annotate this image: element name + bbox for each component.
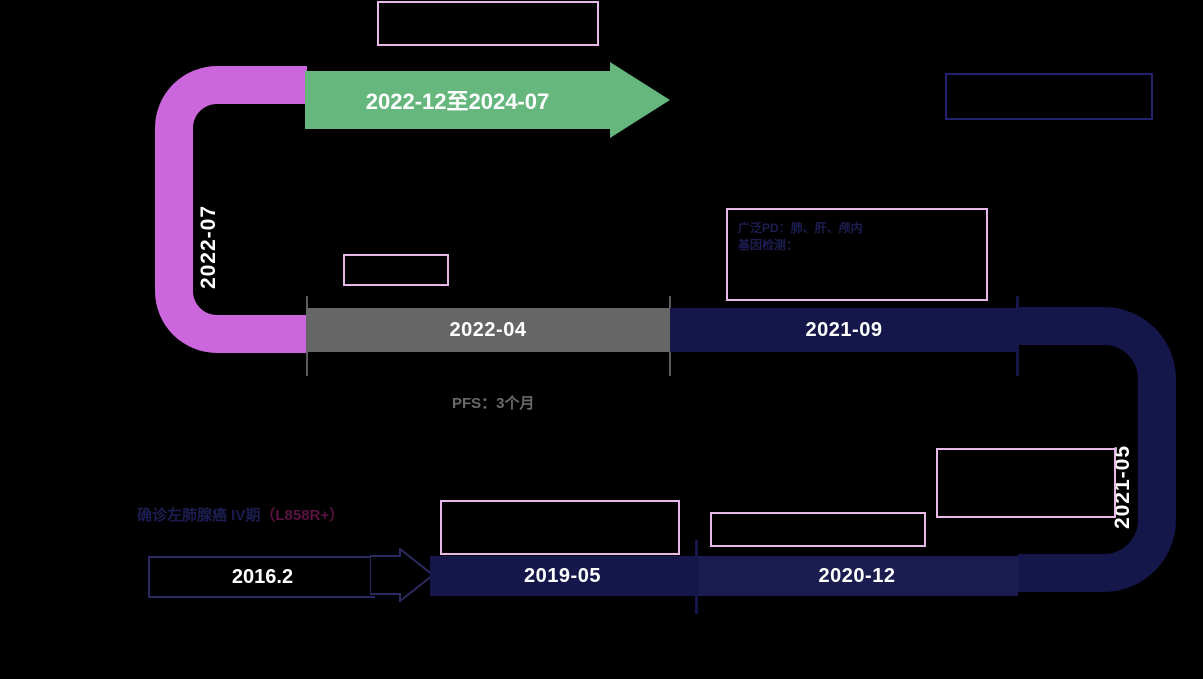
diagnosis-main: 确诊左肺腺癌 IV期 [137,507,261,524]
pfs-label: PFS：3个月 [452,395,535,412]
note-box-top [377,1,599,46]
timeline-segment-2022-04: 2022-04 [306,308,670,352]
timeline-segment-2019-05: 2019-05 [430,556,695,596]
connector-2022-07: 2022-07 [155,66,307,353]
green-arrow-2022-12-2024-07: 2022-12至2024-07 [305,62,670,138]
connector-2022-07-label: 2022-07 [197,204,220,290]
start-arrow-label: 2016.2 [148,556,375,598]
note-box-2019-05 [440,500,680,555]
note-box-2020-12 [710,512,926,547]
note-box-progressive-disease: 广泛PD：肺、肝、颅内 基因检测： [726,208,988,301]
note-pd-line1: 广泛PD：肺、肝、颅内 [738,221,863,235]
diagnosis-label: 确诊左肺腺癌 IV期（L858R+） [137,504,344,525]
start-arrow-head [370,548,435,602]
green-arrow-head [610,62,670,138]
note-box-small-2022-04 [343,254,449,286]
note-pd-line2: 基因检测： [738,238,799,253]
timeline-segment-2020-12: 2020-12 [696,556,1018,596]
diagnosis-mutation: （L858R+） [260,507,345,524]
tick-mark-bottom-center [695,540,698,614]
note-box-bottom-right [936,448,1116,518]
start-arrow-2016-2: 2016.2 [148,548,435,602]
note-box-top-right [945,73,1153,120]
green-arrow-label: 2022-12至2024-07 [305,71,610,129]
timeline-segment-2021-09: 2021-09 [670,308,1018,352]
